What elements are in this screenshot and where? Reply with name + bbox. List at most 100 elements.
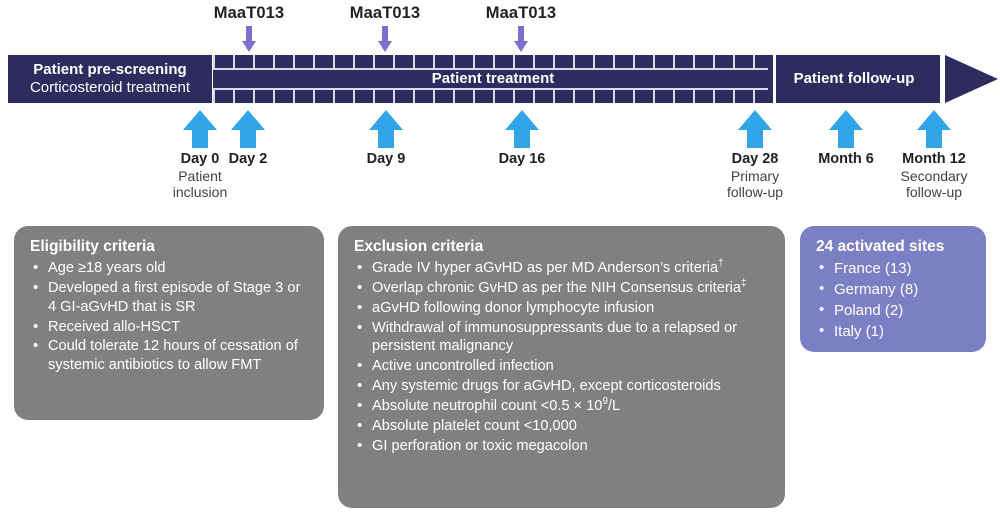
timeline-tick <box>673 55 675 68</box>
timeline-tick <box>433 90 435 103</box>
pre-screening-subtitle: Corticosteroid treatment <box>29 79 191 96</box>
timeline-tick <box>573 90 575 103</box>
timeline-tick <box>613 90 615 103</box>
timeline-tick <box>493 90 495 103</box>
eligibility-title: Eligibility criteria <box>30 238 155 255</box>
milestone-day-label: Day 9 <box>366 151 406 167</box>
milestone-day-label: Day 2 <box>228 151 268 167</box>
timeline-tick <box>233 55 235 68</box>
milestone-day-label: Month 12 <box>902 151 966 167</box>
milestone-day-label: Month 6 <box>818 151 874 167</box>
site-item: Germany (8) <box>816 279 974 300</box>
exclusion-list: Grade IV hyper aGvHD as per MD Anderson’… <box>354 258 773 457</box>
eligibility-criteria-box: Eligibility criteria Age ≥18 years oldDe… <box>14 226 324 420</box>
timeline-tick <box>413 90 415 103</box>
eligibility-item: Developed a first episode of Stage 3 or … <box>30 278 310 317</box>
arrow-up-icon <box>505 110 539 148</box>
follow-up-title: Patient follow-up <box>793 70 915 88</box>
timeline-tick <box>493 55 495 68</box>
eligibility-item: Could tolerate 12 hours of cessation of … <box>30 336 310 375</box>
dose-label: MaaT013 <box>213 4 285 22</box>
timeline-tick <box>393 55 395 68</box>
timeline-tick <box>713 90 715 103</box>
timeline-tick <box>213 55 215 68</box>
timeline-tick <box>473 55 475 68</box>
timeline-tick <box>653 90 655 103</box>
site-item: Italy (1) <box>816 321 974 342</box>
arrow-down-icon <box>242 26 256 53</box>
exclusion-item: Overlap chronic GvHD as per the NIH Cons… <box>354 278 773 298</box>
timeline-tick <box>633 55 635 68</box>
dose-marker: MaaT013 <box>451 4 591 53</box>
exclusion-item: GI perforation or toxic megacolon <box>354 436 773 456</box>
milestone-marker: Day 9 <box>311 110 461 168</box>
timeline-tick <box>333 90 335 103</box>
timeline-tick <box>513 90 515 103</box>
treatment-title: Patient treatment <box>431 70 555 88</box>
timeline-tick <box>253 55 255 68</box>
timeline-tick <box>353 55 355 68</box>
arrow-up-icon <box>829 110 863 148</box>
activated-sites-box: 24 activated sites France (13)Germany (8… <box>800 226 986 352</box>
timeline-tick <box>733 90 735 103</box>
eligibility-item: Age ≥18 years old <box>30 258 310 278</box>
timeline-tick <box>753 55 755 68</box>
timeline-tick <box>553 55 555 68</box>
eligibility-list: Age ≥18 years oldDeveloped a first episo… <box>30 258 310 376</box>
timeline-tick <box>713 55 715 68</box>
milestone-marker: Day 16 <box>447 110 597 168</box>
timeline-tick <box>393 90 395 103</box>
timeline-segment-pre-screening: Patient pre-screening Corticosteroid tre… <box>8 55 212 103</box>
timeline-tick <box>593 55 595 68</box>
dose-marker: MaaT013 <box>315 4 455 53</box>
timeline-tick <box>293 55 295 68</box>
segment-divider-end <box>940 55 943 103</box>
exclusion-item: Any systemic drugs for aGvHD, except cor… <box>354 376 773 396</box>
timeline-tick <box>473 90 475 103</box>
study-timeline-bar: Patient pre-screening Corticosteroid tre… <box>8 55 998 103</box>
timeline-tick <box>533 55 535 68</box>
dose-marker: MaaT013 <box>179 4 319 53</box>
milestone-marker: Month 6 <box>771 110 921 168</box>
arrow-up-icon <box>183 110 217 148</box>
timeline-tick <box>373 55 375 68</box>
milestone-day-label: Day 0 <box>180 151 220 167</box>
exclusion-item: aGvHD following donor lymphocyte infusio… <box>354 298 773 318</box>
eligibility-item: Received allo-HSCT <box>30 317 310 337</box>
dose-label: MaaT013 <box>485 4 557 22</box>
arrow-up-icon <box>738 110 772 148</box>
exclusion-item: Absolute platelet count <10,000 <box>354 416 773 436</box>
exclusion-item: Withdrawal of immunosuppressants due to … <box>354 318 773 357</box>
arrow-up-icon <box>369 110 403 148</box>
dose-label: MaaT013 <box>349 4 421 22</box>
timeline-ticks-bottom <box>213 90 773 103</box>
timeline-tick <box>573 55 575 68</box>
timeline-tick <box>353 90 355 103</box>
timeline-tick <box>313 55 315 68</box>
timeline-tick <box>333 55 335 68</box>
arrow-down-icon <box>378 26 392 53</box>
timeline-tick <box>453 90 455 103</box>
sites-title: 24 activated sites <box>816 238 945 255</box>
timeline-tick <box>593 90 595 103</box>
segment-divider <box>773 55 776 103</box>
milestone-day-label: Day 28 <box>731 151 779 167</box>
timeline-segment-treatment: Patient treatment <box>213 55 773 103</box>
timeline-tick <box>433 55 435 68</box>
exclusion-criteria-box: Exclusion criteria Grade IV hyper aGvHD … <box>338 226 785 508</box>
timeline-tick <box>733 55 735 68</box>
timeline-tick <box>453 55 455 68</box>
pre-screening-title: Patient pre-screening <box>33 61 187 79</box>
exclusion-item: Grade IV hyper aGvHD as per MD Anderson’… <box>354 258 773 278</box>
timeline-segment-follow-up: Patient follow-up <box>768 55 940 103</box>
timeline-arrowhead-icon <box>945 55 998 103</box>
arrow-down-icon <box>514 26 528 53</box>
arrow-up-icon <box>231 110 265 148</box>
timeline-tick <box>693 55 695 68</box>
